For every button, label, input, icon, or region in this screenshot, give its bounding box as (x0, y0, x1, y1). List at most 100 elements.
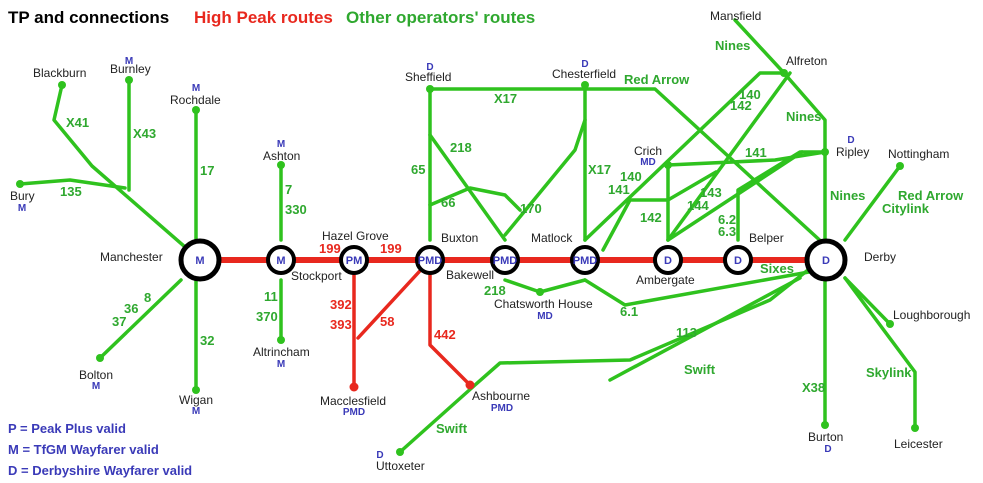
route-label-swift-upper: Swift (684, 362, 716, 377)
place-buxton: Buxton (441, 231, 478, 245)
place-ripley: Ripley (836, 145, 869, 159)
code-chesterfield: D (581, 59, 588, 70)
route-label-218-top: 218 (450, 140, 472, 155)
place-hazel-grove: Hazel Grove (322, 229, 389, 243)
route-line-chatsworth (503, 278, 587, 294)
place-altrincham: Altrincham (253, 345, 310, 359)
stop-dot-ashbourne (465, 380, 475, 390)
route-line-66 (428, 186, 522, 212)
hub-code-stockport: M (276, 255, 285, 267)
place-crich: Crich (634, 144, 662, 158)
route-label-6-2: 6.2 (718, 212, 736, 227)
stop-dot-ashton (277, 161, 285, 169)
route-label-140-top: 140 (739, 87, 761, 102)
code-crich: MD (640, 157, 656, 168)
stop-dot-wigan (192, 386, 200, 394)
place-alfreton: Alfreton (786, 54, 827, 68)
code-macclesfield: PMD (343, 407, 365, 418)
route-line-matlock-alfreton (583, 71, 786, 242)
hub-code-manchester: M (195, 255, 204, 267)
stop-dot-blackburn (58, 81, 66, 89)
hub-code-buxton: PMD (418, 255, 443, 267)
route-label-144: 144 (687, 198, 709, 213)
legend-peak-plus: P = Peak Plus valid (8, 421, 126, 436)
place-bolton: Bolton (79, 368, 113, 382)
route-line-36 (98, 278, 183, 360)
route-line-141 (666, 150, 827, 242)
code-sheffield: D (426, 62, 433, 73)
place-ashbourne: Ashbourne (472, 389, 530, 403)
place-matlock: Matlock (531, 231, 573, 245)
hub-code-derby: D (822, 255, 830, 267)
route-label-36: 36 (124, 301, 138, 316)
other-operators-key: Other operators' routes (346, 8, 536, 27)
high-peak-key: High Peak routes (194, 8, 333, 27)
stop-dot-alfreton (780, 69, 788, 77)
stop-dot-sheffield (426, 85, 434, 93)
place-mansfield: Mansfield (710, 9, 761, 23)
stop-dot-chatsworth (536, 288, 544, 296)
route-label-65: 65 (411, 162, 425, 177)
place-loughborough: Loughborough (893, 308, 970, 322)
route-label-330: 330 (285, 202, 307, 217)
code-altrincham: M (277, 359, 285, 370)
route-label-x38: X38 (802, 380, 825, 395)
hub-buxton (415, 245, 445, 275)
route-label-135: 135 (60, 184, 82, 199)
route-line-140 (666, 71, 792, 242)
route-label-11: 11 (264, 289, 278, 304)
place-stockport: Stockport (291, 269, 342, 283)
place-sheffield: Sheffield (405, 70, 451, 84)
stop-dot-loughborough (886, 320, 894, 328)
route-label-32: 32 (200, 333, 214, 348)
place-leicester: Leicester (894, 437, 943, 451)
code-ashton: M (277, 139, 285, 150)
route-label-nines-top: Nines (715, 38, 750, 53)
place-ambergate: Ambergate (636, 273, 695, 287)
route-line-442 (428, 258, 472, 387)
code-uttoxeter: D (376, 450, 383, 461)
route-label-x17-matlock: X17 (588, 162, 611, 177)
place-chesterfield: Chesterfield (552, 67, 616, 81)
route-label-141-left: 141 (608, 182, 630, 197)
route-label-113: 113 (676, 325, 697, 340)
place-derby: Derby (864, 250, 896, 264)
route-label-142-top: 142 (730, 98, 752, 113)
stop-dot-altrincham (277, 336, 285, 344)
place-manchester: Manchester (100, 250, 163, 264)
route-label-8: 8 (144, 290, 151, 305)
stop-dot-burnley (125, 76, 133, 84)
code-ashbourne: PMD (491, 403, 513, 414)
route-label-392: 392 (330, 297, 352, 312)
route-line-nottingham (843, 164, 902, 242)
code-ripley: D (847, 135, 854, 146)
hub-belper (723, 245, 753, 275)
place-bury: Bury (10, 189, 35, 203)
hub-code-matlock: PMD (573, 255, 598, 267)
hub-hazel-grove (339, 245, 369, 275)
route-label-393: 393 (330, 317, 352, 332)
code-chatsworth: MD (537, 311, 553, 322)
stop-dot-rochdale (192, 106, 200, 114)
code-wigan: M (192, 406, 200, 417)
route-label-citylink: Citylink (882, 201, 930, 216)
hub-derby (804, 238, 848, 282)
route-label-141-right: 141 (745, 145, 767, 160)
route-label-x43: X43 (133, 126, 156, 141)
route-line-mansfield (733, 18, 827, 427)
hub-code-hazel-grove: PM (346, 255, 363, 267)
hub-ambergate (653, 245, 683, 275)
route-label-x41: X41 (66, 115, 89, 130)
place-bakewell: Bakewell (446, 268, 494, 282)
hub-code-bakewell: PMD (493, 255, 518, 267)
place-macclesfield: Macclesfield (320, 394, 386, 408)
route-label-red-arrow-top: Red Arrow (624, 72, 690, 87)
route-label-nines-derby: Nines (830, 188, 865, 203)
route-label-199-right: 199 (380, 241, 402, 256)
stop-dot-macclesfield (349, 382, 359, 392)
route-label-58: 58 (380, 314, 394, 329)
route-line-61 (583, 268, 822, 307)
route-label-199-left: 199 (319, 241, 341, 256)
route-label-37: 37 (112, 314, 126, 329)
stop-dot-nottingham (896, 162, 904, 170)
